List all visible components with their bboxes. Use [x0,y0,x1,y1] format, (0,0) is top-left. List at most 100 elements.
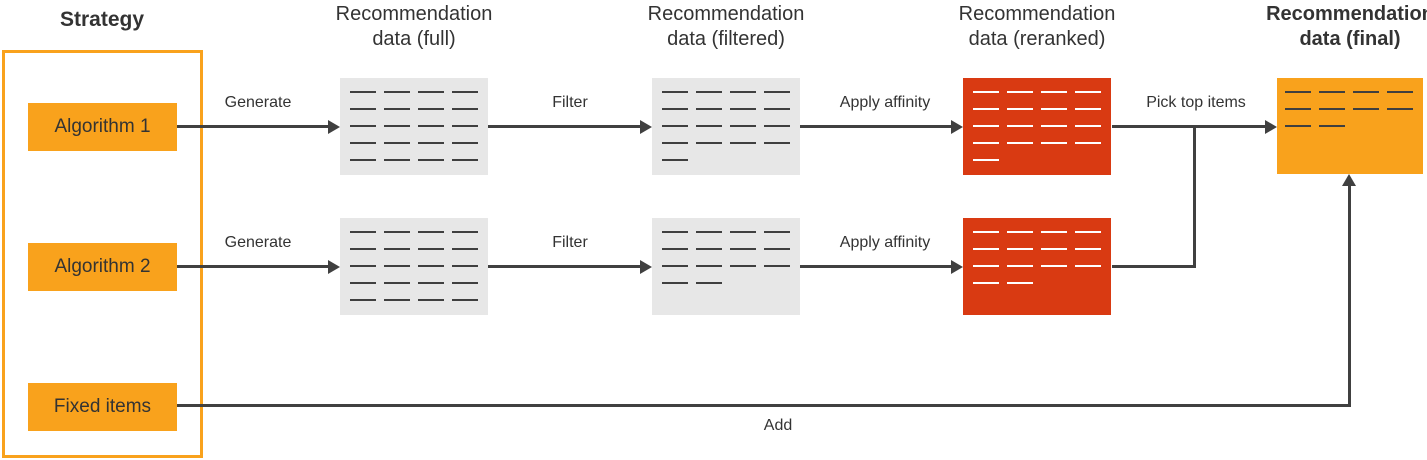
dash-row [662,91,790,93]
arrowhead-generate-algo2 [328,260,340,274]
dash-line [452,125,478,127]
dash-line [1387,108,1413,110]
dash-line [1353,108,1379,110]
dash-row [973,265,1101,267]
dash-line [1075,248,1101,250]
dash-line [452,231,478,233]
dash-line [973,159,999,161]
dash-line [764,125,790,127]
dash-line [384,282,410,284]
column-title-final-line2: data (final) [1299,28,1401,50]
dash-line [350,142,376,144]
dash-row [973,108,1101,110]
dash-line [973,108,999,110]
dash-row [662,231,790,233]
edge-label-apply-affinity-algo2: Apply affinity [839,234,931,251]
strategy-column-title: Strategy [59,8,145,31]
dash-row [973,282,1101,284]
dash-line [452,108,478,110]
dash-line [1319,108,1345,110]
dash-row [973,142,1101,144]
data-box-reranked-algo2 [963,218,1111,315]
dash-line [1007,108,1033,110]
dash-line [1041,265,1067,267]
dash-line [384,265,410,267]
dash-line [1075,142,1101,144]
dash-line [1075,108,1101,110]
dash-row [662,282,790,284]
dash-line [384,142,410,144]
dash-line [384,159,410,161]
dash-line [1007,265,1033,267]
dash-line [418,108,444,110]
dash-line [1041,125,1067,127]
dash-line [384,248,410,250]
edge-label-filter-algo1: Filter [552,94,588,111]
dash-line [764,265,790,267]
dash-row [350,142,478,144]
dash-line [730,248,756,250]
dash-line [662,125,688,127]
column-title-full-line1: Recommendation [335,3,493,25]
dash-row [973,91,1101,93]
dash-line [1319,91,1345,93]
dash-row [662,142,790,144]
dash-line [418,142,444,144]
column-title-filtered: Recommendation data (filtered) [606,2,846,52]
dash-line [1041,248,1067,250]
dash-row [662,248,790,250]
dash-line [350,248,376,250]
dash-line [730,91,756,93]
dash-line [1285,125,1311,127]
dash-line [452,159,478,161]
dash-line [730,231,756,233]
dash-line [764,91,790,93]
dash-line [973,248,999,250]
algorithm-2-box: Algorithm 2 [28,243,177,291]
dash-line [973,265,999,267]
dash-line [384,108,410,110]
dash-line [1007,91,1033,93]
dash-line [350,159,376,161]
dash-row [350,108,478,110]
dash-line [452,248,478,250]
dash-line [1041,108,1067,110]
algorithm-1-box: Algorithm 1 [28,103,177,151]
dash-row [350,159,478,161]
dash-line [452,91,478,93]
dash-line [662,282,688,284]
dash-row [973,159,1101,161]
dash-line [1041,231,1067,233]
dash-row [350,248,478,250]
dash-line [973,91,999,93]
dash-line [662,142,688,144]
arrowhead-filter-algo1 [640,120,652,134]
dash-line [662,231,688,233]
dash-line [1007,142,1033,144]
column-title-filtered-line2: data (filtered) [667,28,785,50]
dash-line [696,91,722,93]
dash-row [662,159,790,161]
dash-line [1319,125,1345,127]
connector-pick-top-items [1112,125,1265,128]
dash-line [350,231,376,233]
edge-label-generate-algo2: Generate [224,234,292,251]
dash-line [730,142,756,144]
dash-row [973,125,1101,127]
dash-row [1285,125,1415,127]
dash-line [696,142,722,144]
column-title-final-line1: Recommendation [1266,3,1427,25]
dash-line [1041,91,1067,93]
dash-line [973,125,999,127]
dash-line [418,159,444,161]
dash-line [1007,125,1033,127]
connector-reranked-algo2-join-horizontal [1112,265,1196,268]
dash-row [350,299,478,301]
column-title-reranked: Recommendation data (reranked) [917,2,1157,52]
dash-line [973,142,999,144]
column-title-reranked-line2: data (reranked) [968,28,1106,50]
dash-line [973,282,999,284]
dash-line [696,265,722,267]
dash-row [350,231,478,233]
